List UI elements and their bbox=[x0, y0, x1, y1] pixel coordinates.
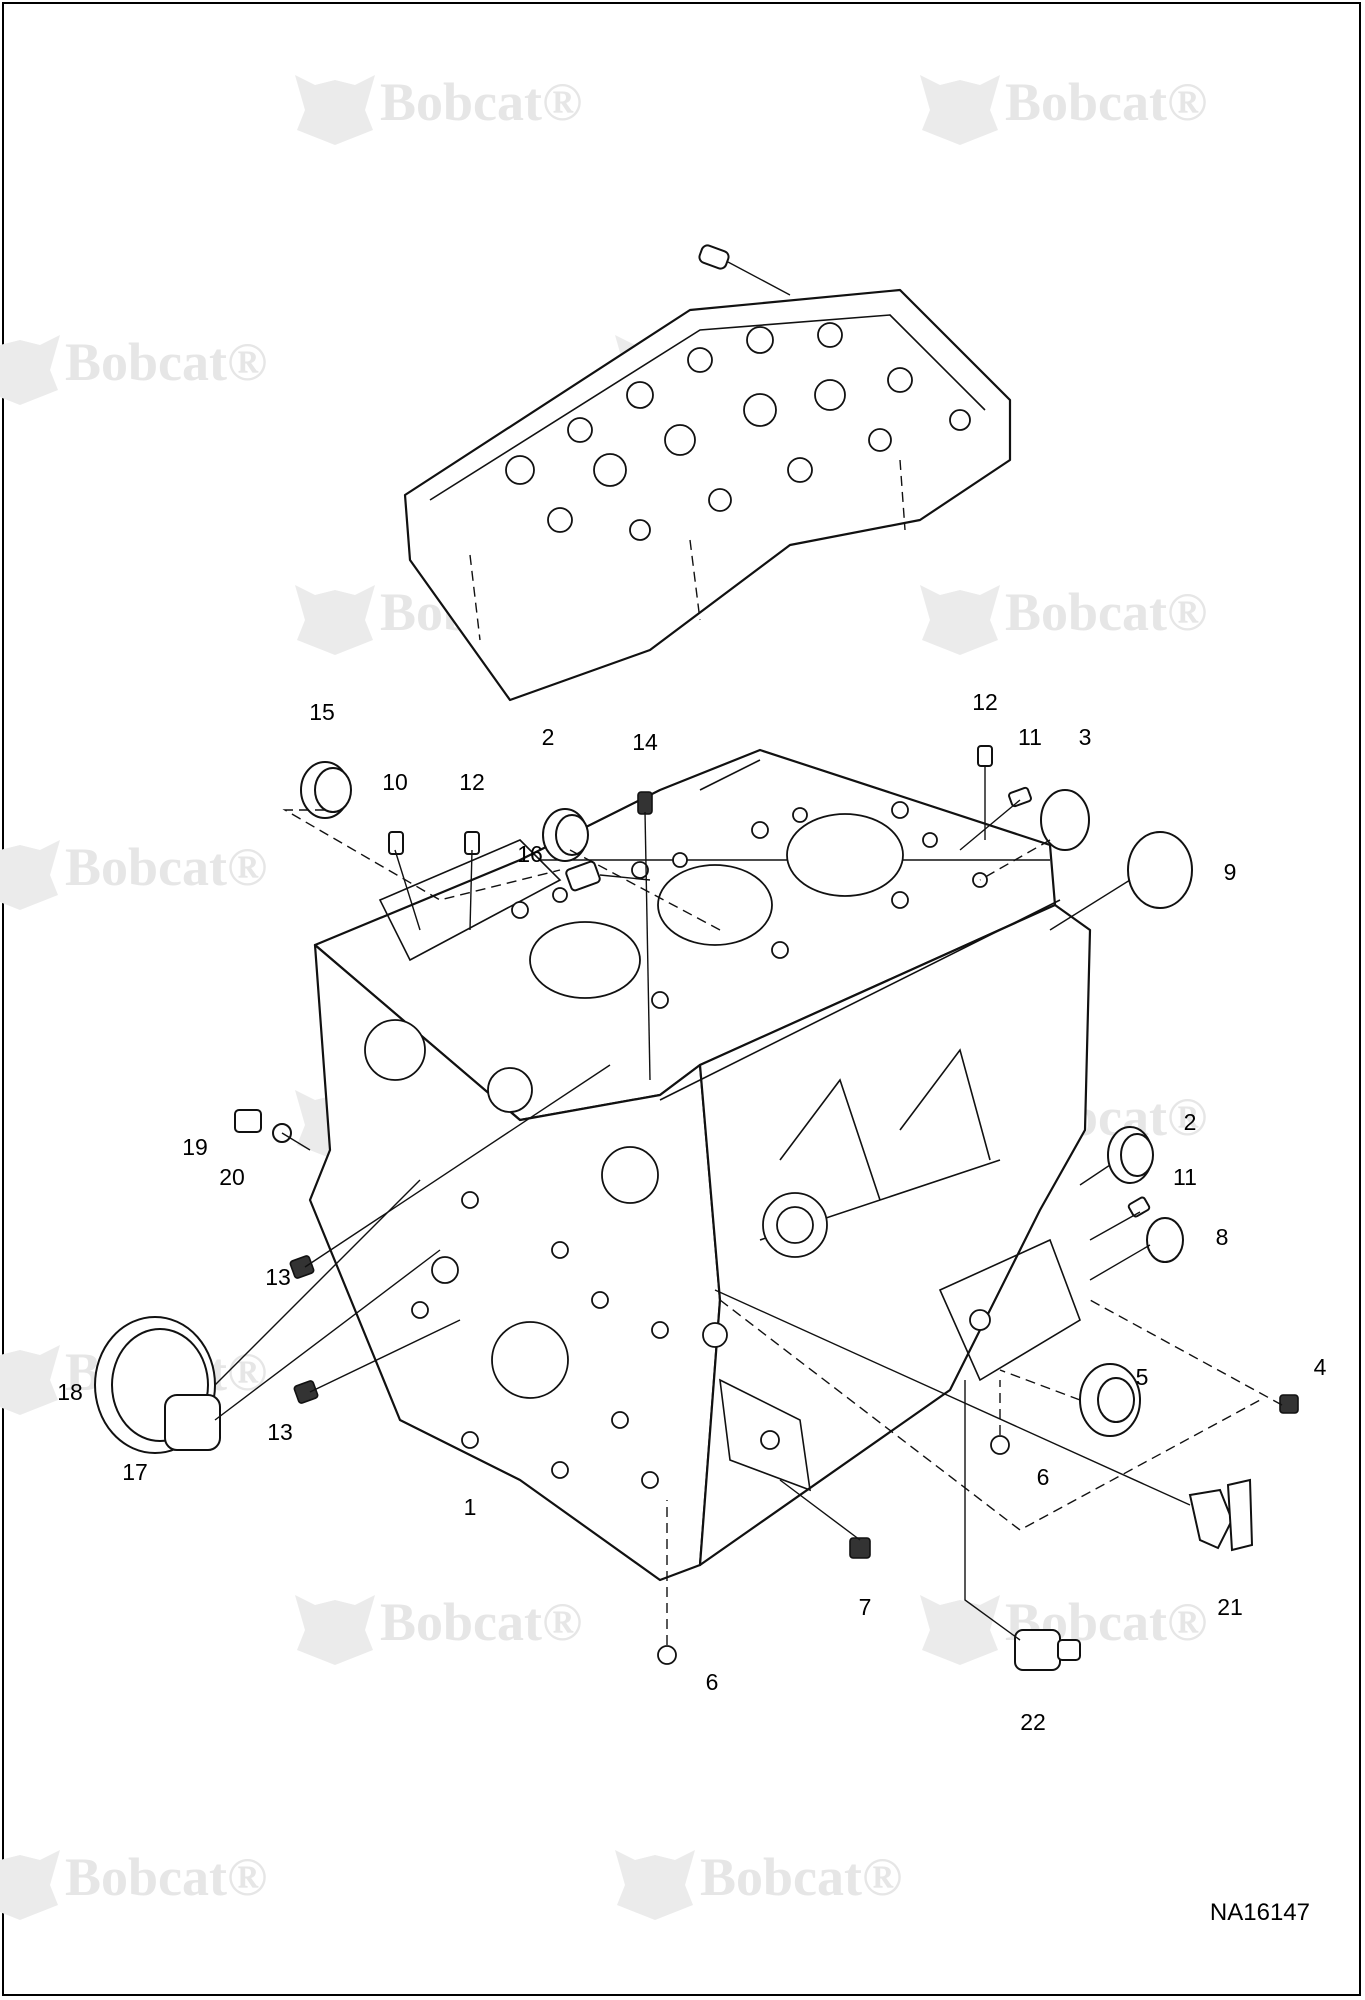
callout-12: 12 bbox=[972, 689, 998, 715]
bobcat-watermark: Bobcat® bbox=[0, 1847, 267, 1920]
callout-10: 10 bbox=[382, 769, 408, 795]
bobcat-watermark-text: Bobcat® bbox=[65, 332, 267, 392]
callout-17: 17 bbox=[122, 1459, 148, 1485]
bobcat-head-icon bbox=[295, 1595, 375, 1665]
bobcat-head-icon bbox=[920, 1595, 1000, 1665]
bobcat-watermark-text: Bobcat® bbox=[1005, 72, 1207, 132]
callout-3: 3 bbox=[1079, 724, 1092, 750]
bobcat-watermark: Bobcat® bbox=[295, 1592, 582, 1665]
bobcat-watermark-text: Bobcat® bbox=[1005, 582, 1207, 642]
bobcat-watermark-text: Bobcat® bbox=[700, 1847, 902, 1907]
loose-parts bbox=[94, 745, 1299, 1671]
bobcat-watermark-text: Bobcat® bbox=[380, 1592, 582, 1652]
callout-8: 8 bbox=[1216, 1224, 1229, 1250]
bobcat-watermark-text: Bobcat® bbox=[380, 72, 582, 132]
callout-14: 14 bbox=[632, 729, 658, 755]
bobcat-watermark: Bobcat® bbox=[920, 582, 1207, 655]
callout-13: 13 bbox=[265, 1264, 291, 1290]
callout-4: 4 bbox=[1314, 1354, 1327, 1380]
callout-21: 21 bbox=[1217, 1594, 1243, 1620]
bobcat-head-icon bbox=[295, 75, 375, 145]
callout-7: 7 bbox=[859, 1594, 872, 1620]
callout-2: 2 bbox=[1184, 1109, 1197, 1135]
bobcat-head-icon bbox=[295, 585, 375, 655]
callout-12: 12 bbox=[459, 769, 485, 795]
callout-6: 6 bbox=[1037, 1464, 1050, 1490]
callout-16: 16 bbox=[517, 841, 543, 867]
callout-11: 11 bbox=[1173, 1164, 1197, 1190]
bobcat-head-icon bbox=[920, 75, 1000, 145]
callout-5: 5 bbox=[1136, 1364, 1149, 1390]
callout-11: 11 bbox=[1018, 724, 1042, 750]
callout-13: 13 bbox=[267, 1419, 293, 1445]
callout-9: 9 bbox=[1224, 859, 1237, 885]
bobcat-watermark-text: Bobcat® bbox=[65, 1847, 267, 1907]
engine-block-drawing bbox=[308, 748, 1092, 1582]
callout-2: 2 bbox=[542, 724, 555, 750]
drawing-id-label: NA16147 bbox=[1210, 1899, 1310, 1926]
callout-6: 6 bbox=[706, 1669, 719, 1695]
bobcat-watermark-text: Bobcat® bbox=[65, 837, 267, 897]
bobcat-watermark: Bobcat® bbox=[295, 72, 582, 145]
callout-18: 18 bbox=[57, 1379, 83, 1405]
callout-20: 20 bbox=[219, 1164, 245, 1190]
cylinder-head-drawing bbox=[403, 244, 1012, 702]
callout-22: 22 bbox=[1020, 1709, 1046, 1735]
bobcat-head-icon bbox=[0, 1850, 60, 1920]
callout-15: 15 bbox=[309, 699, 335, 725]
callout-19: 19 bbox=[182, 1134, 208, 1160]
bobcat-watermark: Bobcat® bbox=[0, 837, 267, 910]
bobcat-head-icon bbox=[0, 335, 60, 405]
bobcat-head-icon bbox=[615, 1850, 695, 1920]
bobcat-watermark: Bobcat® bbox=[920, 72, 1207, 145]
bobcat-watermark: Bobcat® bbox=[615, 1847, 902, 1920]
bobcat-head-icon bbox=[0, 840, 60, 910]
callout-1: 1 bbox=[464, 1494, 477, 1520]
bobcat-head-icon bbox=[920, 585, 1000, 655]
leader-lines bbox=[214, 765, 1283, 1645]
bobcat-watermark: Bobcat® bbox=[0, 332, 267, 405]
bobcat-head-icon bbox=[0, 1345, 60, 1415]
